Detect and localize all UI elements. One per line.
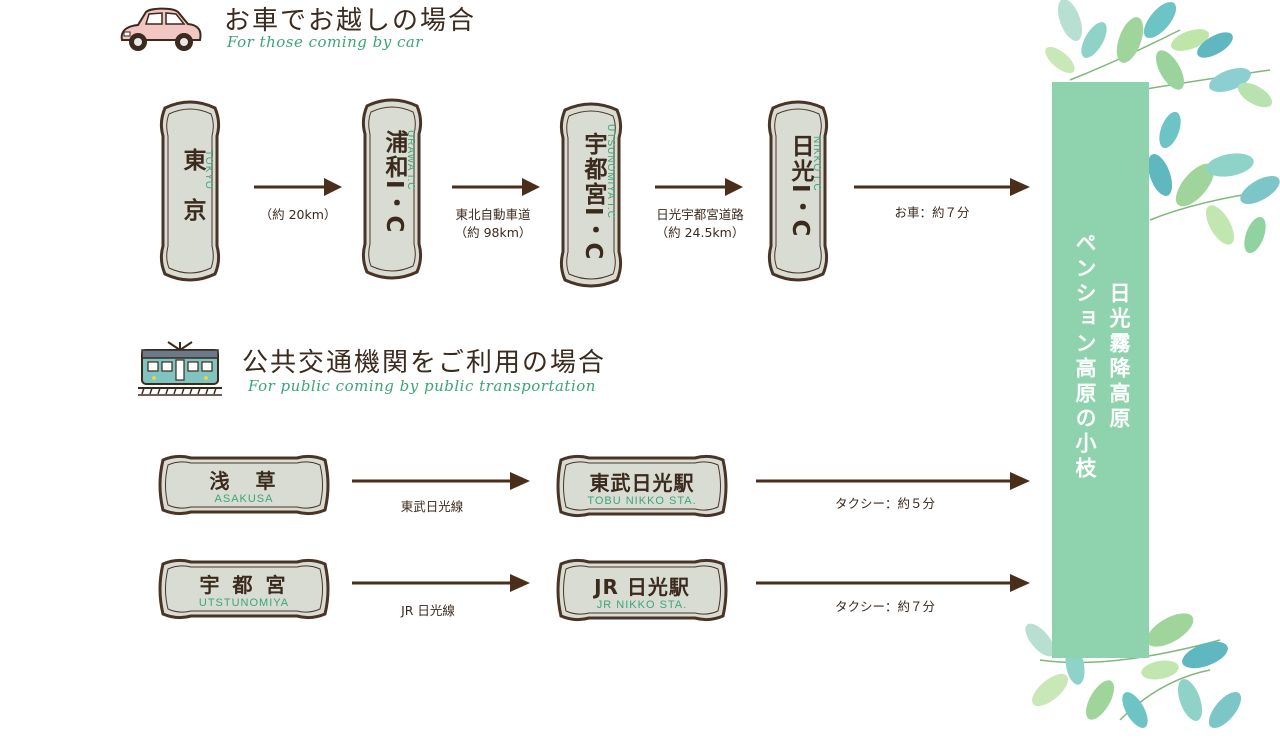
station-name: 宇 都 宮 (199, 573, 289, 597)
station-name-en: UTSUNOMIYA I.C (605, 124, 616, 219)
station-name: 宇都宮I・C (580, 132, 606, 262)
station-sign-utsunomiya-ic: 宇都宮I・C UTSUNOMIYA I.C (555, 102, 627, 288)
segment-line1: （約 20km） (259, 207, 337, 222)
route-arrow (756, 470, 1032, 492)
destination-area-name: 日光霧降高原 (1107, 282, 1131, 432)
leaf-decoration (1030, 0, 1280, 260)
route-arrow (756, 572, 1032, 594)
taxi-time-label: タクシー：約５分 (834, 496, 935, 511)
destination-banner: 日光霧降高原 ペンション高原の小枝 (1052, 82, 1149, 658)
station-name: 浅 草 (209, 469, 279, 493)
station-name-en: URAWA I.C (405, 130, 416, 191)
station-sign-asakusa: 浅 草 ASAKUSA (155, 450, 333, 520)
route-arrow (655, 176, 745, 198)
train-icon (138, 340, 222, 398)
station-sign-tobu-nikko: 東武日光駅 TOBU NIKKO STA. (553, 450, 731, 522)
transit-section-subtitle: For public coming by public transportati… (248, 377, 596, 395)
segment-line2: （約 98km） (454, 225, 532, 240)
leaf-decoration (1020, 600, 1260, 738)
segment-line1: 日光宇都宮道路 (656, 207, 744, 222)
segment-line1: お車：約７分 (894, 205, 970, 220)
station-name-en: TOKYO (203, 150, 214, 190)
car-section-title: お車でお越しの場合 (224, 6, 477, 36)
route-arrow (854, 176, 1032, 198)
station-name-en: TOBU NIKKO STA. (587, 495, 697, 507)
route-arrow (352, 470, 532, 492)
transit-section-title: 公共交通機関をご利用の場合 (242, 348, 607, 378)
route-arrow (352, 572, 532, 594)
train-line-label: JR 日光線 (401, 603, 455, 618)
station-name-en: JR NIKKO STA. (596, 599, 688, 611)
station-name-en: ASAKUSA (214, 493, 274, 505)
station-name: 日光I・C (787, 134, 813, 239)
station-name-en: UTSTUNOMIYA (198, 597, 290, 609)
station-sign-nikko-ic: 日光I・C NIKKO I.C (763, 100, 833, 282)
train-line-label: 東武日光線 (400, 499, 464, 514)
segment-road-label: 日光宇都宮道路 （約 24.5km） (635, 206, 765, 242)
destination-pension-name: ペンション高原の小枝 (1073, 232, 1097, 482)
segment-distance-label: （約 20km） (238, 206, 358, 224)
segment-road-label: 東北自動車道 （約 98km） (433, 206, 553, 242)
car-section-subtitle: For those coming by car (227, 33, 423, 51)
segment-line1: 東北自動車道 (455, 207, 531, 222)
route-arrow (452, 176, 542, 198)
car-icon (116, 4, 204, 56)
taxi-time-label: タクシー：約７分 (834, 599, 935, 614)
station-name-en: NIKKO I.C (811, 136, 822, 192)
station-name: 東 京 (179, 148, 205, 223)
station-name: JR 日光駅 (594, 575, 690, 599)
segment-line2: （約 24.5km） (655, 225, 745, 240)
station-sign-utsunomiya: 宇 都 宮 UTSTUNOMIYA (155, 554, 333, 624)
station-sign-urawa-ic: 浦和I・C URAWA I.C (357, 98, 427, 280)
station-name: 東武日光駅 (589, 471, 695, 495)
station-name: 浦和I・C (381, 130, 407, 235)
segment-time-label: お車：約７分 (872, 204, 992, 222)
route-arrow (254, 176, 344, 198)
station-sign-jr-nikko: JR 日光駅 JR NIKKO STA. (553, 554, 731, 626)
station-sign-tokyo: 東 京 TOKYO (155, 100, 225, 282)
